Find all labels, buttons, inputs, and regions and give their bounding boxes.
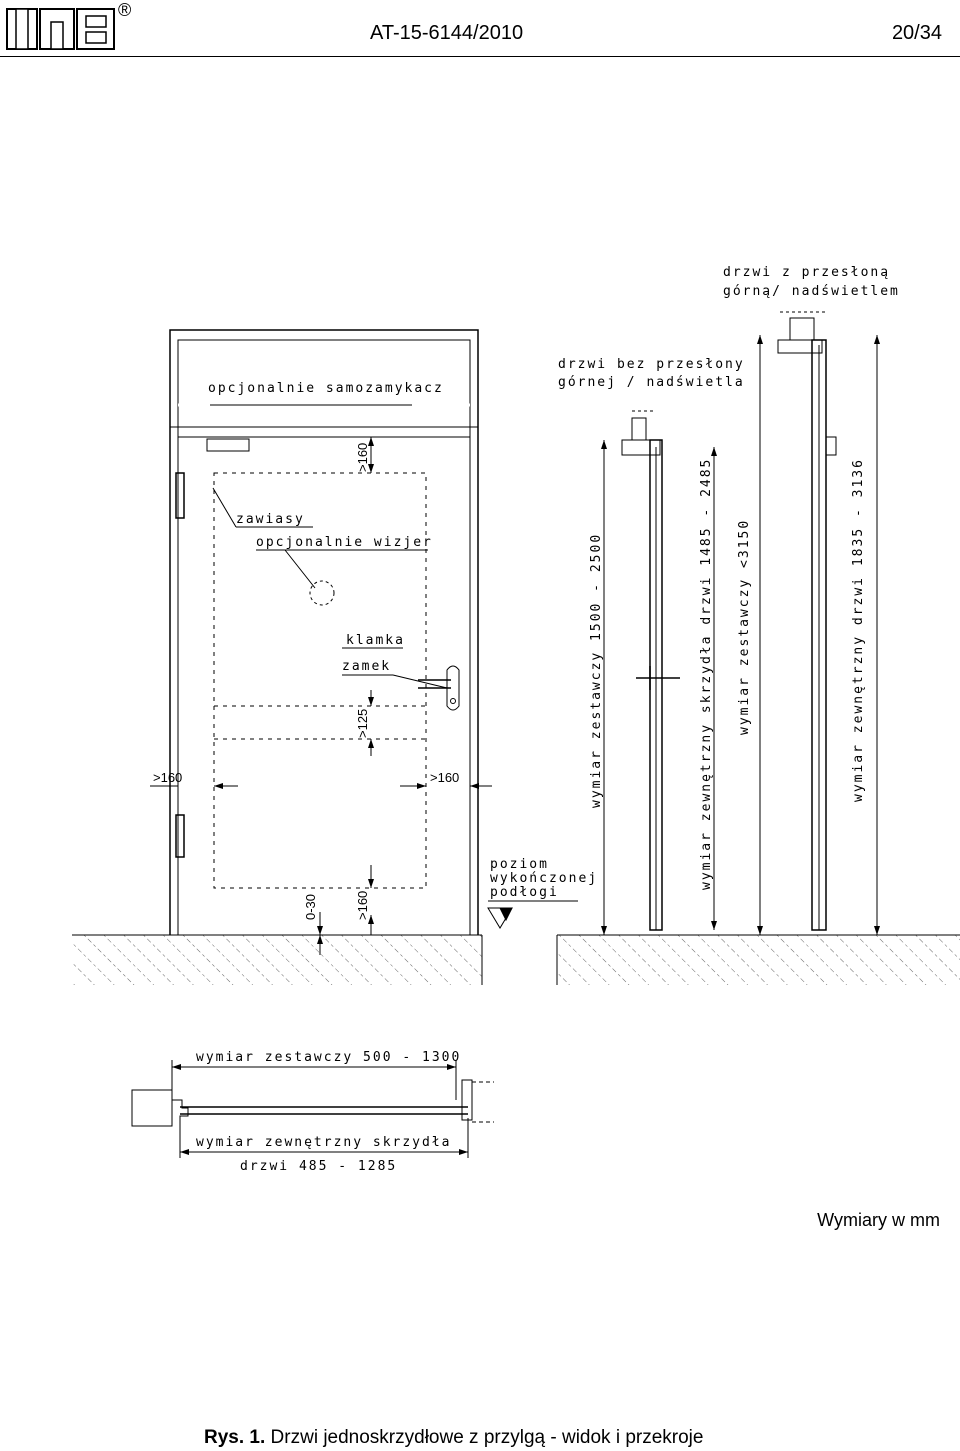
floor-label-2: wykończonej	[490, 871, 598, 886]
door-handle-icon	[446, 665, 460, 711]
hinges-label: zawiasy	[236, 512, 305, 527]
door-frame-front-view	[169, 329, 479, 935]
hinge-icon	[175, 814, 185, 858]
plan-view-section	[131, 1079, 494, 1127]
lock-label: zamek	[342, 659, 391, 674]
units-note: Wymiary w mm	[817, 1210, 940, 1230]
no-transom-label-2: górnej / nadświetla	[558, 375, 745, 390]
peephole-label: opcjonalnie wizjer	[256, 535, 433, 550]
transom-label-1: drzwi z przesłoną	[723, 265, 890, 280]
dim-bottom-label: >160	[355, 891, 370, 920]
floor-label-3: podłogi	[490, 885, 559, 900]
plan-leaf-width-label-2: drzwi 485 - 1285	[240, 1159, 397, 1174]
caption-label: Rys. 1.	[204, 1427, 266, 1448]
transom-label-2: górną/ nadświetlem	[723, 284, 900, 299]
hinge-icon	[175, 472, 185, 519]
page-number: 20/34	[891, 22, 942, 44]
no-transom-label-1: drzwi bez przesłony	[558, 357, 745, 372]
floor-hatching	[72, 934, 960, 985]
handle-label: klamka	[346, 633, 405, 648]
dim-left-label: >160	[153, 770, 182, 785]
dim-install-1-label: wymiar zestawczy 1500 - 2500	[589, 533, 604, 808]
door-closer-icon	[206, 438, 250, 452]
document-number: AT-15-6144/2010	[370, 22, 524, 44]
section-no-transom	[621, 410, 680, 931]
figure-caption: Rys. 1. Drzwi jednoskrzydłowe z przylgą …	[204, 1427, 703, 1449]
dim-top-label: >160	[355, 443, 370, 472]
itb-logo-icon	[6, 8, 115, 50]
dim-gap-label: 0-30	[303, 894, 318, 920]
dim-install-2-label: wymiar zestawczy <3150	[737, 519, 752, 735]
dim-right-label: >160	[430, 770, 459, 785]
plan-leaf-width-label-1: wymiar zewnętrzny skrzydła	[196, 1135, 452, 1150]
floor-label-1: poziom	[490, 857, 549, 872]
section-with-transom	[777, 311, 837, 931]
plan-install-width-label: wymiar zestawczy 500 - 1300	[196, 1050, 461, 1065]
dim-door-outer-label: wymiar zewnętrzny drzwi 1835 - 3136	[851, 458, 866, 802]
caption-text: Drzwi jednoskrzydłowe z przylgą - widok …	[270, 1427, 704, 1448]
peephole-icon	[309, 580, 335, 606]
dim-lock-label: >125	[355, 709, 370, 738]
dim-leaf-outer-label: wymiar zewnętrzny skrzydła drzwi 1485 - …	[699, 458, 714, 890]
registered-mark: ®	[118, 0, 132, 20]
closer-label: opcjonalnie samozamykacz	[208, 381, 444, 396]
header-rule	[0, 56, 960, 57]
